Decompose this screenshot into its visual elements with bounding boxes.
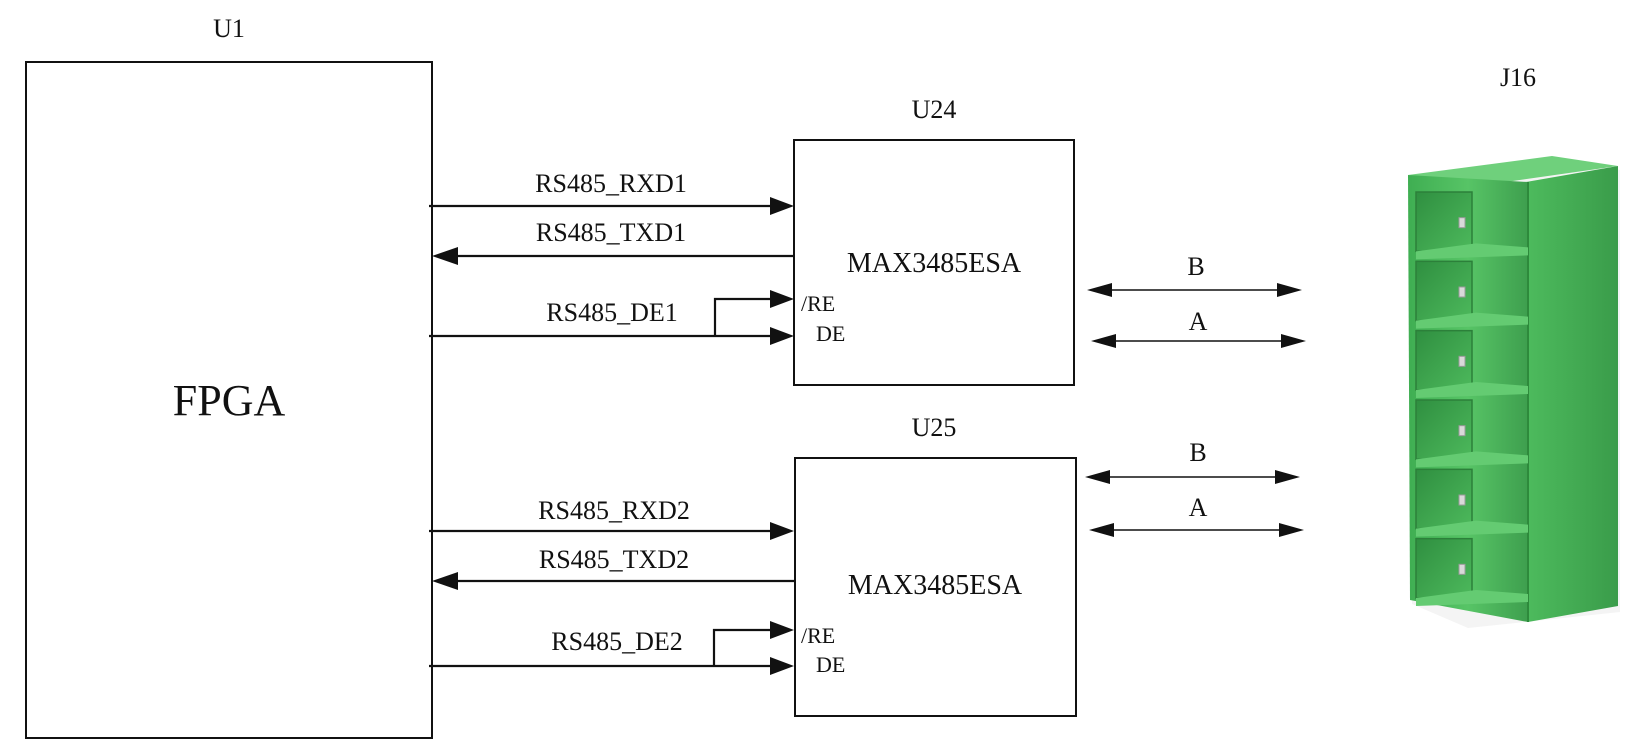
connector-pin-5 <box>1458 494 1466 506</box>
transceiver-u24: U24 MAX3485ESA /RE DE RS485_RXD1 RS485_T… <box>429 95 1306 386</box>
u24-re-arrowhead <box>770 290 794 308</box>
connector-ledge-6 <box>1416 590 1528 606</box>
connector-ledge-3 <box>1416 382 1528 398</box>
u24-ref-label: U24 <box>912 95 957 124</box>
u24-txd-arrowhead <box>432 247 458 265</box>
u24-part-label: MAX3485ESA <box>847 248 1022 279</box>
u25-re-arrowhead <box>770 621 794 639</box>
u25-txd-arrowhead <box>432 572 458 590</box>
u25-bus-a-label: A <box>1189 493 1208 522</box>
u24-rxd-arrowhead <box>770 197 794 215</box>
connector-ref-label: J16 <box>1500 63 1536 92</box>
u25-ref-label: U25 <box>912 413 957 442</box>
connector-pin-2 <box>1458 286 1466 298</box>
u25-de-pin-label: DE <box>816 652 845 677</box>
u24-bus-a-label: A <box>1189 307 1208 336</box>
u24-re-branch-wire <box>713 297 772 336</box>
u25-bus-a-arrow-left <box>1089 523 1114 537</box>
u24-re-pin-label: /RE <box>801 291 835 316</box>
fpga-ref-label: U1 <box>213 14 245 43</box>
u25-bus-a-arrow-right <box>1279 523 1304 537</box>
u24-bus-a-arrow-right <box>1281 334 1306 348</box>
u24-bus-b-arrow-left <box>1087 283 1112 297</box>
fpga-block <box>25 61 433 739</box>
transceiver-u25: U25 MAX3485ESA /RE DE RS485_RXD2 RS485_T… <box>429 413 1304 717</box>
connector-ledge-2 <box>1416 312 1528 329</box>
terminal-block-connector <box>1408 156 1620 628</box>
u24-block <box>793 139 1075 386</box>
connector-ledge-5 <box>1416 520 1528 537</box>
u24-rxd-label: RS485_RXD1 <box>535 169 687 198</box>
connector-pin-1 <box>1458 217 1466 229</box>
u24-de-pin-label: DE <box>816 321 845 346</box>
u25-rxd-arrowhead <box>770 522 794 540</box>
u24-bus-b-label: B <box>1187 252 1204 281</box>
connector-ledge-1 <box>1416 243 1528 260</box>
u25-de-arrowhead <box>770 657 794 675</box>
u25-rxd-label: RS485_RXD2 <box>538 496 690 525</box>
u25-bus-b-arrow-left <box>1085 470 1110 484</box>
u25-de-label: RS485_DE2 <box>551 627 682 656</box>
connector-pin-6 <box>1458 563 1466 575</box>
u24-bus-a-arrow-left <box>1091 334 1116 348</box>
u25-block <box>794 457 1077 717</box>
u25-re-pin-label: /RE <box>801 623 835 648</box>
u25-re-branch-wire <box>712 628 772 666</box>
u25-bus-b-arrow-right <box>1275 470 1300 484</box>
u24-de-label: RS485_DE1 <box>546 298 677 327</box>
connector-right-face <box>1526 166 1618 622</box>
u25-txd-label: RS485_TXD2 <box>539 545 689 574</box>
connector-ledge-4 <box>1416 451 1528 468</box>
u24-de-arrowhead <box>770 327 794 345</box>
u24-txd-label: RS485_TXD1 <box>536 218 686 247</box>
connector-pin-3 <box>1458 355 1466 367</box>
u25-bus-b-label: B <box>1189 438 1206 467</box>
fpga-name-label: FPGA <box>173 376 286 425</box>
u24-bus-b-arrow-right <box>1277 283 1302 297</box>
connector-pin-4 <box>1458 425 1466 437</box>
u25-part-label: MAX3485ESA <box>848 570 1023 601</box>
